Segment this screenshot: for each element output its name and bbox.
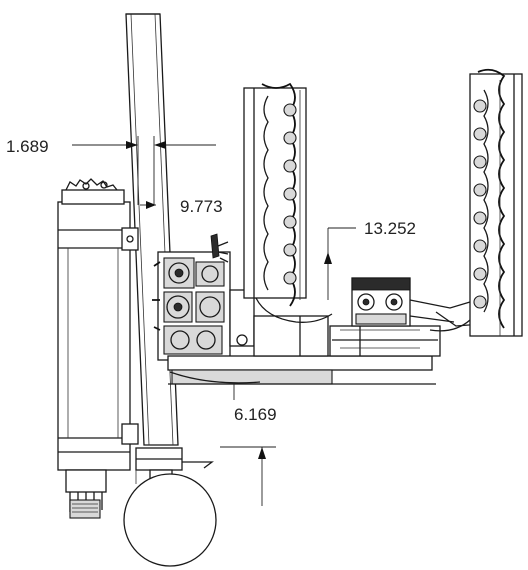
base-frame bbox=[167, 315, 441, 385]
right-gripper-arm bbox=[429, 68, 523, 337]
center-motor-block bbox=[351, 277, 483, 327]
dimension-upper-height: 13.252 bbox=[324, 219, 416, 300]
dimension-label-post-height: 9.773 bbox=[180, 197, 223, 216]
caster-wheel bbox=[123, 447, 217, 567]
left-gripper-arm bbox=[243, 82, 333, 323]
cylinder-tank bbox=[57, 178, 139, 519]
dimension-label-width-offset: 1.689 bbox=[6, 137, 49, 156]
dimension-post-height: 9.773 bbox=[140, 197, 223, 216]
dimension-label-ground-clearance: 6.169 bbox=[234, 405, 277, 424]
dimension-width-offset: 1.689 bbox=[6, 136, 216, 205]
dimension-label-upper-height: 13.252 bbox=[364, 219, 416, 238]
left-motor-assembly bbox=[152, 233, 255, 361]
dimension-ground-clearance: 6.169 bbox=[220, 384, 277, 506]
